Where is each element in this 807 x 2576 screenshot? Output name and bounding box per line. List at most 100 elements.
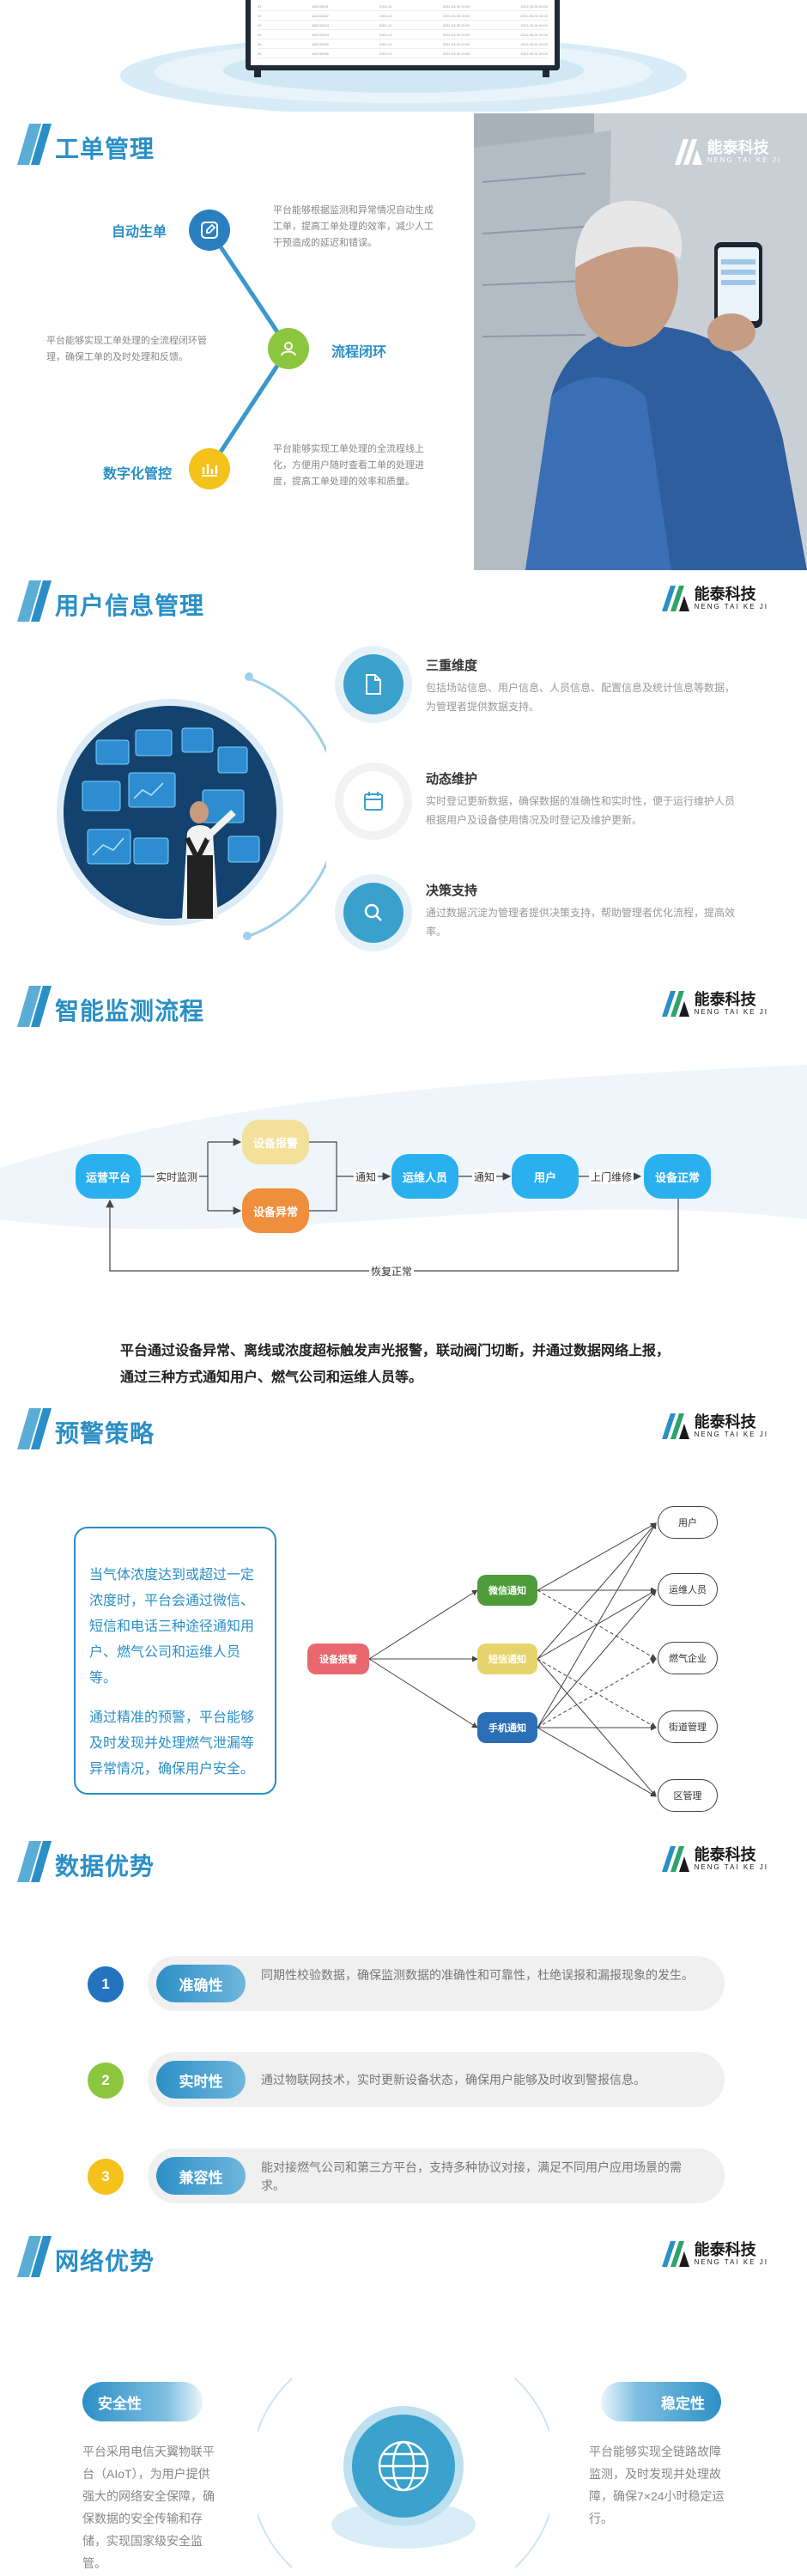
- section-title: 用户信息管理: [55, 592, 205, 619]
- globe-illustration: [258, 2378, 549, 2568]
- node-text-digital: 平台能够实现工单处理的全流程线上化，方便用户随时查看工单的处理进度，提高工单处理…: [273, 444, 424, 487]
- flow-label-recover: 恢复正常: [369, 1264, 415, 1279]
- logo-cn: 能泰科技: [694, 586, 756, 603]
- monitor-table-cell: 2021-03-30 09:00: [442, 14, 470, 18]
- warn-target: 燃气企业: [658, 1642, 718, 1674]
- monitor-table-cell: 2021-03-31 09:00: [520, 23, 548, 27]
- adv-text: 同期性校验数据，确保监测数据的准确性和可靠性，杜绝误报和漏报现象的发生。: [261, 1968, 694, 1982]
- search-icon: [343, 883, 404, 943]
- monitor-table-cell: ABC00001: [312, 4, 329, 9]
- work-order-connector: [207, 228, 291, 471]
- warn-target: 用户: [658, 1506, 718, 1539]
- adv-number-badge: 3: [88, 2159, 124, 2195]
- warn-channel-phone: 手机通知: [477, 1712, 537, 1743]
- monitor-table-cell: 2021-03-31 09:00: [520, 33, 548, 37]
- flow-background-wave: [0, 1065, 807, 1374]
- section-title: 网络优势: [55, 2248, 155, 2275]
- section-title: 智能监测流程: [55, 998, 205, 1024]
- net-text-stability: 平台能够实现全链路故障监测，及时发现并处理故障，确保7×24小时稳定运行。: [589, 2445, 725, 2525]
- warn-source: 设备报警: [307, 1643, 369, 1674]
- warn-channel-wechat: 微信通知: [477, 1575, 537, 1606]
- ui-item-3-icon-ring: [335, 874, 412, 951]
- slash-icon: [17, 1841, 52, 1882]
- monitor-table-cell: 2021-03-30 09:00: [442, 33, 470, 37]
- edit-icon: [189, 210, 230, 251]
- document-icon: [343, 654, 404, 714]
- monitor-table-cell: 05: [258, 42, 262, 46]
- slash-icon: [17, 124, 52, 165]
- monitor-table-cell: 02: [258, 14, 262, 18]
- logo-en: NENG TAI KE JI: [707, 156, 781, 164]
- monitor-table-cell: 2021-03-31 09:00: [520, 42, 548, 46]
- ui-item-title: 三重维度: [426, 659, 478, 673]
- warning-connectors: [368, 1522, 657, 1797]
- node-text-auto: 平台能够根据监测和异常情况自动生成工单，提高工单处理的效率，减少人工干预造成的延…: [273, 205, 434, 248]
- section-header-work-order: 工单管理: [0, 112, 807, 165]
- dashboard-illustration: [57, 672, 326, 940]
- section-title: 数据优势: [55, 1853, 155, 1880]
- monitor-table-cell: 2021-03-30 09:00: [442, 23, 470, 27]
- monitor-table-cell: 2021-03-31 09:00: [520, 14, 548, 18]
- flow-box-ops: 运维人员: [391, 1154, 458, 1199]
- slash-icon: [17, 1408, 52, 1449]
- ui-item-text: 实时登记更新数据，确保数据的准确性和实时性，便于运行维护人员根据用户及设备使用情…: [426, 795, 736, 826]
- logo-en: NENG TAI KE JI: [694, 1431, 768, 1438]
- monitor-table-cell: ABC00004: [312, 33, 329, 37]
- warning-text-1: 当气体浓度达到或超过一定浓度时，平台会通过微信、短信和电话三种途径通知用户、燃气…: [89, 1568, 255, 1686]
- ui-item-2-icon-ring: [335, 762, 412, 840]
- ui-item-title: 动态维护: [426, 772, 478, 787]
- logo-cn: 能泰科技: [694, 2241, 756, 2258]
- slash-icon: [17, 2236, 52, 2277]
- ui-item-1-icon-ring: [335, 646, 412, 723]
- monitor-screen: 01 ABC00001 2001-01 2021-03-30 09:00 2021-03…: [246, 0, 560, 70]
- node-title-digital: 数字化管控: [103, 467, 173, 482]
- logo-en: NENG TAI KE JI: [694, 1863, 768, 1871]
- logo-cn: 能泰科技: [694, 991, 756, 1008]
- flow-box-abnormal: 设备异常: [242, 1188, 309, 1233]
- monitor-table-cell: 06: [258, 52, 262, 56]
- chart-icon: [189, 448, 230, 489]
- flow-label-notify: 通知: [472, 1170, 497, 1184]
- monitor-leg-right: [543, 70, 549, 77]
- warn-target: 区管理: [658, 1779, 718, 1812]
- monitor-table-cell: 2021-03-30 09:00: [442, 52, 470, 56]
- logo-cn: 能泰科技: [694, 1846, 756, 1863]
- logo-mark-icon: [661, 1413, 689, 1439]
- monitoring-summary: 平台通过设备异常、离线或浓度超标触发声光报警，联动阀门切断，并通过数据网络上报，…: [120, 1344, 670, 1385]
- monitor-table-cell: 2001-01: [379, 42, 392, 46]
- adv-number-badge: 1: [88, 1966, 124, 2002]
- adv-text: 通过物联网技术，实时更新设备状态，确保用户能够及时收到警报信息。: [261, 2073, 646, 2087]
- node-title-auto: 自动生单: [112, 225, 167, 240]
- monitor-table-cell: 2001-01: [379, 14, 392, 18]
- monitor-table-cell: 04: [258, 33, 262, 37]
- monitor-table-cell: 01: [258, 4, 262, 9]
- logo-mark-icon: [661, 586, 689, 611]
- logo-en: NENG TAI KE JI: [694, 603, 768, 611]
- warning-text-box: 当气体浓度达到或超过一定浓度时，平台会通过微信、短信和电话三种途径通知用户、燃气…: [74, 1527, 276, 1795]
- net-pill-security: 安全性: [82, 2382, 203, 2421]
- monitor-table-cell: 2021-03-30 09:00: [442, 4, 470, 9]
- warning-text-2: 通过精准的预警，平台能够及时发现并处理燃气泄漏等异常情况，确保用户安全。: [89, 1710, 255, 1777]
- net-pill-stability: 稳定性: [601, 2382, 721, 2421]
- slash-icon: [17, 580, 52, 622]
- adv-label: 实时性: [156, 2061, 246, 2099]
- monitor-table-cell: ABC00002: [312, 14, 329, 18]
- monitor-table-cell: 2021-03-31 09:00: [520, 52, 548, 56]
- flow-label-door: 上门维修: [589, 1170, 634, 1184]
- monitor-table-row: 02 ABC00002 2001-01 2021-03-30 09:00 2021-03…: [258, 11, 548, 21]
- logo-mark-icon: [661, 2241, 689, 2267]
- adv-row-compat: 兼容性 能对接燃气公司和第三方平台，支持多种协议对接，满足不同用户应用场景的需求…: [148, 2148, 725, 2203]
